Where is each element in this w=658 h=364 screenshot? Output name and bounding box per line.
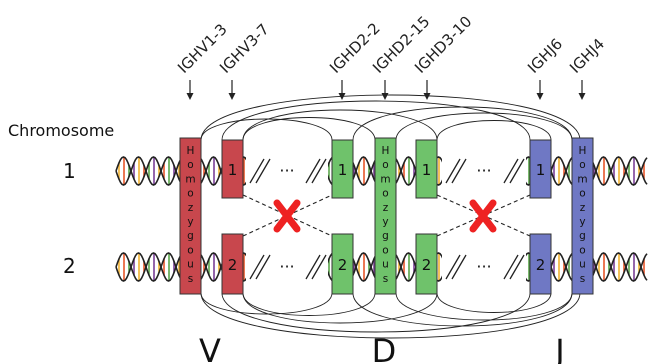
homozygous-letter: u xyxy=(579,259,586,271)
gene-label-ighj6: IGHJ6 xyxy=(524,35,566,100)
arc-lower xyxy=(200,292,581,339)
box-v-chr2: 2 xyxy=(221,233,244,295)
arrow-head xyxy=(578,93,586,100)
arrow-head xyxy=(186,93,194,100)
homozygous-letter: o xyxy=(187,244,193,256)
homozygous-letter: y xyxy=(382,216,388,228)
chromosome-number: 2 xyxy=(536,256,546,274)
arc-upper xyxy=(395,112,573,141)
chromosome-number: 1 xyxy=(228,161,238,179)
box-d2-chr1: 1 xyxy=(415,139,438,199)
arrow-head xyxy=(381,93,389,100)
homozygous-letter: s xyxy=(383,273,388,285)
homozygous-letter: o xyxy=(187,159,193,171)
homozygous-letter: m xyxy=(577,173,587,185)
homozygous-letter: u xyxy=(187,259,194,271)
segment-d-label: D xyxy=(372,332,397,364)
arc-upper xyxy=(200,118,333,141)
arc-lower xyxy=(436,292,552,313)
x-mark-icon xyxy=(469,199,497,233)
homozygous-letter: s xyxy=(188,273,193,285)
box-d-chr2: 2 xyxy=(331,233,354,295)
chromosome-number: 1 xyxy=(422,161,432,179)
homozygous-letter: o xyxy=(579,159,585,171)
arc-upper xyxy=(242,109,438,141)
homozygous-letter: o xyxy=(187,188,193,200)
ellipsis-dots: ··· xyxy=(279,161,294,180)
homozygous-letter: o xyxy=(579,244,585,256)
gap-v-d-chromosome-1: ··· xyxy=(246,155,328,187)
x-mark-icon xyxy=(273,199,301,233)
homozygous-letter: m xyxy=(380,173,390,185)
chromosome-1-label: 1 xyxy=(63,159,76,183)
arc-lower xyxy=(242,292,438,324)
arc-upper xyxy=(436,120,552,141)
homozygous-letter: s xyxy=(580,273,585,285)
gap-v-d-chromosome-2: ··· xyxy=(246,251,328,283)
ellipsis-dots: ··· xyxy=(476,161,491,180)
homozygous-letter: H xyxy=(382,145,390,157)
homozygous-letter: H xyxy=(579,145,587,157)
chromosome-number: 1 xyxy=(338,161,348,179)
homozygous-letter: g xyxy=(382,230,389,242)
chromosome-number: 1 xyxy=(536,161,546,179)
box-j-chr1: 1 xyxy=(529,139,552,199)
ellipsis-dots: ··· xyxy=(279,257,294,276)
arc-lower xyxy=(352,292,573,327)
segment-j-label: J xyxy=(553,332,564,364)
chromosome-number: 2 xyxy=(338,256,348,274)
homozygous-letter: z xyxy=(580,202,586,214)
arc-upper xyxy=(200,94,581,141)
box-j-chr2: 2 xyxy=(529,233,552,295)
homozygous-letter: z xyxy=(383,202,389,214)
homozygous-letter: m xyxy=(185,173,195,185)
homozygous-letter: o xyxy=(579,188,585,200)
box-d2-chr2: 2 xyxy=(415,233,438,295)
box-d-chr1: 1 xyxy=(331,139,354,199)
arrow-head xyxy=(338,93,346,100)
recombination-arcs xyxy=(200,94,581,339)
chromosome-2-label: 2 xyxy=(63,254,76,278)
ellipsis-dots: ··· xyxy=(476,257,491,276)
arc-lower xyxy=(395,292,573,321)
homozygous-letter: o xyxy=(382,159,388,171)
homozygous-letter: H xyxy=(187,145,195,157)
chromosome-number: 2 xyxy=(422,256,432,274)
homozygous-letter: y xyxy=(187,216,193,228)
homozygous-letter: y xyxy=(579,216,585,228)
gene-label-ighj4: IGHJ4 xyxy=(566,35,608,100)
crossover-dash-line xyxy=(242,194,333,237)
crossover-marks xyxy=(273,199,497,233)
homozygous-letter: z xyxy=(188,202,194,214)
gene-name: IGHJ6 xyxy=(524,35,566,77)
homozygous-letter: o xyxy=(382,244,388,256)
crossover-dash-line xyxy=(242,194,333,237)
gap-d-j-chromosome-1: ··· xyxy=(442,155,526,187)
homozygous-letter: u xyxy=(382,259,389,271)
homozygous-letter: g xyxy=(187,230,194,242)
box-v-chr1: 1 xyxy=(221,139,244,199)
arc-upper xyxy=(242,117,376,141)
segment-v-label: V xyxy=(199,332,221,364)
arc-upper xyxy=(352,106,573,141)
chromosome-title: Chromosome xyxy=(8,121,114,140)
chromosome-number: 2 xyxy=(228,256,238,274)
homozygous-letter: o xyxy=(382,188,388,200)
gene-name: IGHJ4 xyxy=(566,35,608,77)
arc-lower xyxy=(200,292,333,315)
arrow-head xyxy=(228,93,236,100)
arrow-head xyxy=(423,93,431,100)
gap-d-j-chromosome-2: ··· xyxy=(442,251,526,283)
arrow-head xyxy=(536,93,544,100)
homozygous-letter: g xyxy=(579,230,586,242)
arc-lower xyxy=(242,292,376,316)
